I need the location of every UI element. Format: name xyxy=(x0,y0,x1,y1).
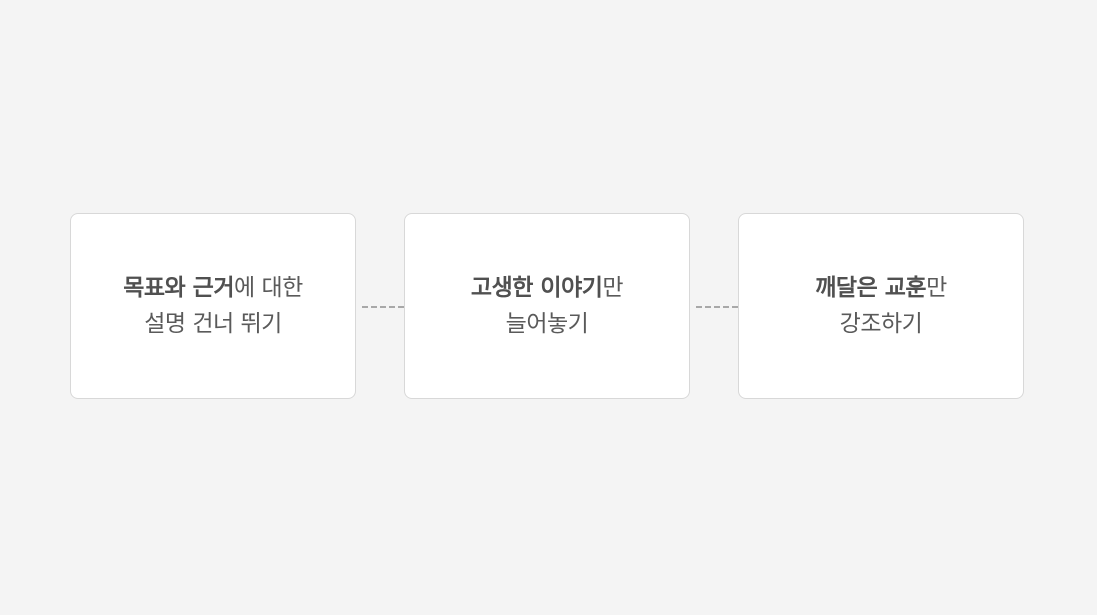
dashed-connector-1 xyxy=(362,306,404,308)
step-card-2-line-1: 고생한 이야기만 xyxy=(470,270,624,306)
step-card-1-highlight: 목표와 근거 xyxy=(123,275,234,301)
step-card-2: 고생한 이야기만 늘어놓기 xyxy=(404,213,690,399)
step-card-3-text: 만 xyxy=(926,275,947,301)
dashed-connector-2 xyxy=(696,306,738,308)
step-card-3-highlight: 깨달은 교훈 xyxy=(815,275,927,301)
step-card-1-text: 에 대한 xyxy=(234,275,303,301)
step-card-2-line-2: 늘어놓기 xyxy=(505,311,589,337)
step-card-3-line-1: 깨달은 교훈만 xyxy=(815,270,947,306)
step-card-2-text: 만 xyxy=(602,275,624,301)
step-card-2-highlight: 고생한 이야기 xyxy=(470,275,603,301)
step-card-3-line-2: 강조하기 xyxy=(839,311,923,337)
step-card-1: 목표와 근거에 대한 설명 건너 뛰기 xyxy=(70,213,356,399)
step-card-1-line-2: 설명 건너 뛰기 xyxy=(144,311,282,337)
step-card-1-line-1: 목표와 근거에 대한 xyxy=(123,270,303,306)
step-card-3: 깨달은 교훈만 강조하기 xyxy=(738,213,1024,399)
